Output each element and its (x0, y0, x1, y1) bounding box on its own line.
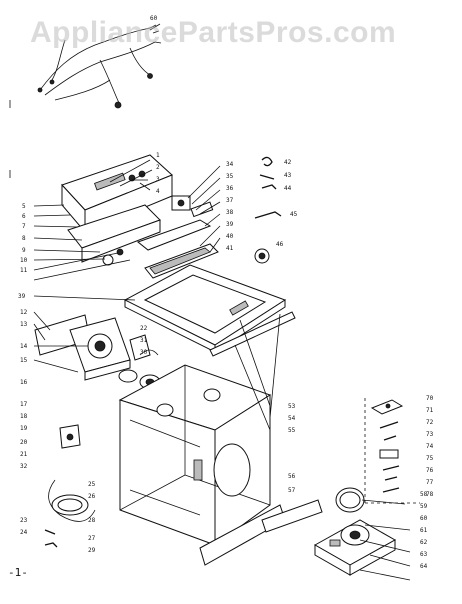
pump-assembly (34, 314, 151, 381)
callout: 76 (426, 467, 434, 474)
small-parts-top-right (254, 156, 282, 264)
callout: 64 (420, 563, 428, 570)
callout: 37 (226, 197, 234, 204)
callout: 19 (20, 425, 28, 432)
callout: 10 (20, 257, 28, 264)
callout: 2 (156, 164, 160, 171)
callout: 55 (288, 427, 296, 434)
callout: 1 (156, 152, 160, 159)
callout: 56 (288, 473, 296, 480)
left-misc-parts (44, 424, 96, 548)
callout: 63 (420, 551, 428, 558)
callout: 41 (226, 245, 234, 252)
callouts-mid: 22 31 30 29 27 28 25 26 (88, 325, 148, 554)
callout: 32 (20, 463, 28, 470)
callout: 73 (426, 431, 434, 438)
callout: 53 (288, 403, 296, 410)
callout: 11 (20, 267, 28, 274)
callout: 13 (20, 321, 28, 328)
callout: 75 (426, 455, 434, 462)
callout: 36 (226, 185, 234, 192)
callout: 31 (140, 337, 148, 344)
callout: 77 (426, 479, 434, 486)
callout: 24 (20, 529, 28, 536)
callout: 20 (20, 439, 28, 446)
callout: 60 (420, 515, 428, 522)
callout: 7 (22, 223, 26, 230)
callout: 60 (150, 15, 158, 22)
callout: 8 (22, 235, 26, 242)
leader-lines (33, 159, 411, 581)
page-number: -1- (8, 566, 28, 579)
callout: 44 (284, 185, 292, 192)
callout: 78 (426, 491, 434, 498)
callout: 57 (288, 487, 296, 494)
callout: 39 (18, 293, 26, 300)
callout: 3 (156, 176, 160, 183)
motor-base (313, 519, 397, 576)
callout: 14 (20, 343, 28, 350)
callout: 42 (284, 159, 292, 166)
callout: 40 (226, 233, 234, 240)
callout: 23 (20, 517, 28, 524)
callout: 25 (88, 481, 96, 488)
callout: 17 (20, 401, 28, 408)
callout: 16 (20, 379, 28, 386)
callout: 54 (288, 415, 296, 422)
callouts-harness: 60 (150, 15, 158, 22)
callout: 62 (420, 539, 428, 546)
toe-panel (199, 499, 323, 566)
callout: 6 (22, 213, 26, 220)
front-panel-parts (136, 195, 219, 279)
callouts-top-right: 34 35 36 37 38 39 40 41 42 43 44 45 46 (226, 159, 298, 252)
callout: 29 (88, 547, 96, 554)
callout: 5 (22, 203, 26, 210)
callout: 70 (426, 395, 434, 402)
cabinet (118, 364, 272, 546)
callout: 26 (88, 493, 96, 500)
callouts-left: 5 1 2 3 4 6 7 8 9 10 11 39 12 13 14 15 1… (18, 152, 160, 536)
callout: 39 (226, 221, 234, 228)
callouts-right: 53 54 55 56 57 58 59 60 61 62 63 64 70 7… (288, 395, 434, 570)
callout: 34 (226, 161, 234, 168)
wire-harness (37, 23, 162, 109)
top-cover (123, 264, 296, 357)
callout: 71 (426, 407, 434, 414)
callout: 35 (226, 173, 234, 180)
watermark: AppliancePartsPros.com (30, 16, 397, 49)
callout: 27 (88, 535, 96, 542)
callout: 38 (226, 209, 234, 216)
callout: 4 (156, 188, 160, 195)
callout: 18 (20, 413, 28, 420)
callout: 21 (20, 451, 28, 458)
callout: 15 (20, 357, 28, 364)
callout: 59 (420, 503, 428, 510)
callout: 28 (88, 517, 96, 524)
callout: 58 (420, 491, 428, 498)
callout: 46 (276, 241, 284, 248)
callout: 30 (140, 349, 148, 356)
control-console (61, 154, 173, 266)
callout: 72 (426, 419, 434, 426)
inset-parts (364, 398, 420, 504)
callout: 12 (20, 309, 28, 316)
callout: 74 (426, 443, 434, 450)
callout: 22 (140, 325, 148, 332)
callout: 45 (290, 211, 298, 218)
callout: 43 (284, 172, 292, 179)
callout: 61 (420, 527, 428, 534)
callout: 9 (22, 247, 26, 254)
